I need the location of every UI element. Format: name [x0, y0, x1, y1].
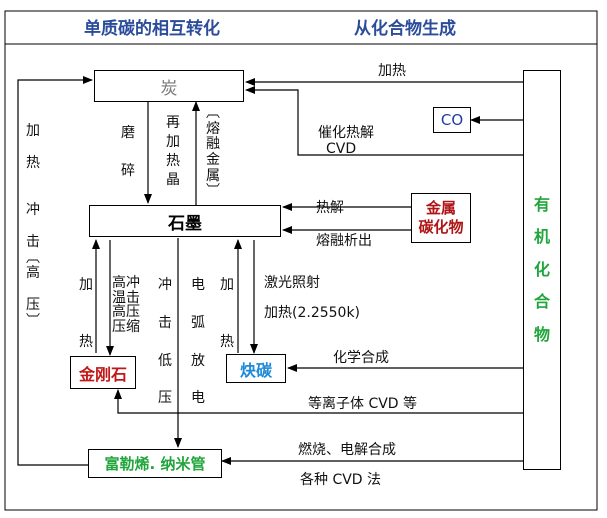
label-molten-metal: ︹ 熔 融 金 属 ︺	[206, 105, 220, 200]
label-heat-co: 加热	[378, 63, 406, 79]
label-heat-shock-high-pressure: 加 热 冲 击 ︹ 高 压 ︺	[26, 123, 40, 329]
organic-compound-node: 有 机 化 合 物	[523, 70, 561, 470]
diamond-node: 金刚石	[70, 356, 136, 389]
label-catalytic-pyrolysis: 催化热解	[318, 125, 374, 141]
label-laser-irradiation: 激光照射	[264, 275, 320, 291]
label-graphite-carbyne-heat: 加 热	[220, 277, 234, 350]
label-graphite-diamond-heat: 加 热	[79, 277, 93, 350]
label-cvd: CVD	[326, 141, 357, 157]
fullerene-nanotube-node: 富勒烯. 纳米管	[88, 449, 222, 478]
label-pyrolysis: 热解	[316, 200, 344, 216]
graphite-node: 石墨	[89, 205, 281, 237]
left-header-title: 单质碳的相互转化	[84, 19, 220, 39]
label-burn-electrolysis: 燃烧、电解合成	[298, 442, 396, 458]
label-plasma-cvd: 等离子体 CVD 等	[308, 396, 418, 412]
label-shock-high-temp-pressure: 高冲 温击 高压 压缩	[112, 275, 140, 336]
carbon-node: 炭	[94, 70, 244, 102]
label-shock-low-pressure: 冲 击 低 压	[158, 277, 172, 407]
label-arc-discharge: 电 弧 放 电	[191, 277, 205, 407]
label-melt-precipitation: 熔融析出	[316, 233, 372, 249]
label-chemical-synthesis: 化学合成	[333, 350, 389, 366]
label-recrystallize: 再 加 热 晶	[166, 115, 180, 188]
label-various-cvd: 各种 CVD 法	[300, 472, 382, 488]
label-grinding: 磨 碎	[121, 125, 135, 179]
co-node: CO	[433, 107, 471, 133]
carbyne-node: 炔碳	[226, 354, 286, 383]
label-heat-temperature: 加热(2.2550k)	[264, 305, 361, 321]
metal-carbide-node: 金属 碳化物	[411, 193, 471, 243]
right-header-title: 从化合物生成	[354, 19, 456, 39]
